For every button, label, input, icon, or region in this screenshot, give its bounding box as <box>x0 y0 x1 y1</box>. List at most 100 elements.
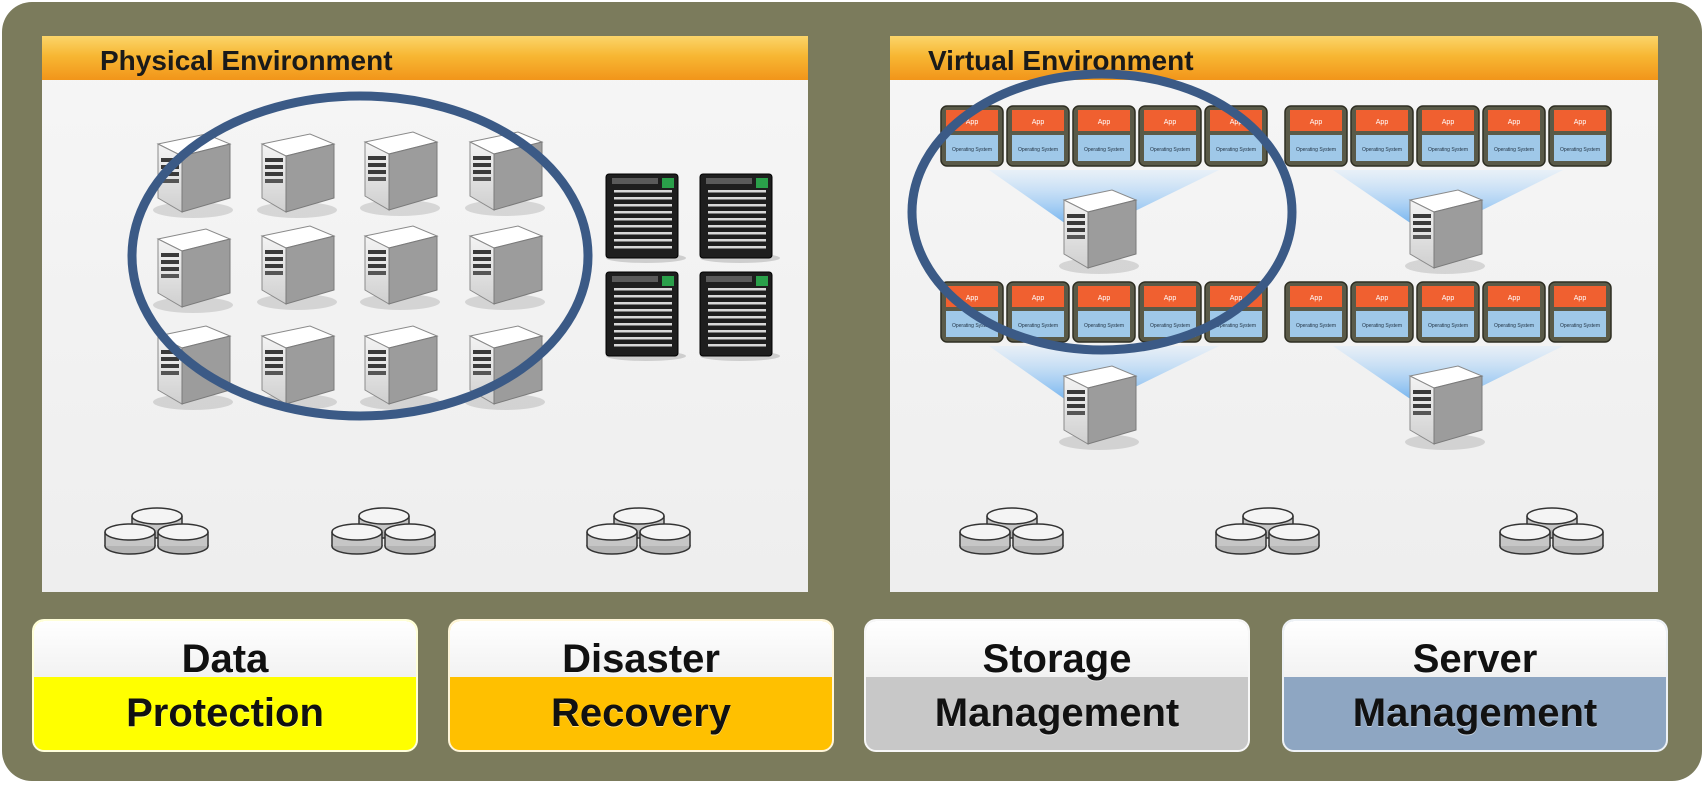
virtual-panel-title: Virtual Environment <box>928 45 1194 76</box>
server-icon <box>359 131 441 217</box>
vm-os-label: Operating System <box>1428 323 1468 329</box>
vm-app-label: App <box>1310 295 1323 302</box>
vm-os-label: Operating System <box>1216 323 1256 329</box>
vm-os-label: Operating System <box>1216 147 1256 153</box>
highlight-ellipse-physical <box>127 91 593 421</box>
server-icon <box>256 225 338 311</box>
vm-os-label: Operating System <box>1296 147 1336 153</box>
rack-server-icon <box>605 173 687 264</box>
vm-app-label: App <box>1508 119 1521 126</box>
button-label: Data Protection <box>34 621 416 750</box>
vm-app-label: App <box>1032 119 1045 126</box>
vm-os-label: Operating System <box>952 147 992 153</box>
storage-management-button[interactable]: Storage Management <box>864 619 1250 752</box>
button-label: Server Management <box>1284 621 1666 750</box>
vm-app-label: App <box>1574 119 1587 126</box>
button-label-line2: Recovery <box>550 690 732 735</box>
button-label-line1: Disaster <box>562 636 720 681</box>
vm-app-label: App <box>966 119 979 126</box>
rack-server-icon <box>699 271 781 362</box>
vm-os-label: Operating System <box>1296 323 1336 329</box>
highlight-ellipse-virtual <box>907 69 1297 355</box>
vm-app-label: App <box>1442 295 1455 302</box>
vm-os-label: Operating System <box>1018 323 1058 329</box>
vm-os-label: Operating System <box>1150 147 1190 153</box>
server-icon <box>256 133 338 219</box>
virtual-panel-header <box>890 36 1658 80</box>
button-gloss <box>866 621 1248 677</box>
vm-os-label: Operating System <box>1150 323 1190 329</box>
vm-app-label: App <box>1376 295 1389 302</box>
vm-os-label: Operating System <box>1362 147 1402 153</box>
physical-environment-panel: Physical Environment <box>42 36 808 592</box>
vm-os-label: Operating System <box>1018 147 1058 153</box>
vm-app-label: App <box>1508 295 1521 302</box>
server-management-button[interactable]: Server Management <box>1282 619 1668 752</box>
vm-app-label: App <box>1574 295 1587 302</box>
button-gloss <box>34 621 416 677</box>
button-label-line1: Server <box>1412 636 1538 681</box>
button-label-line2: Protection <box>126 690 324 735</box>
host-server-icon <box>1404 189 1486 275</box>
vm-app-label: App <box>1098 295 1111 302</box>
host-server-icon <box>1058 365 1140 451</box>
vm-app-label: App <box>1376 119 1389 126</box>
vm-os-label: Operating System <box>1084 147 1124 153</box>
rack-server-icon <box>605 271 687 362</box>
vm-os-label: Operating System <box>1362 323 1402 329</box>
button-label-line1: Storage <box>982 636 1132 681</box>
vm-os-label: Operating System <box>952 323 992 329</box>
vm-app-label: App <box>1032 295 1045 302</box>
disaster-recovery-button[interactable]: Disaster Recovery <box>448 619 834 752</box>
server-icon <box>152 228 234 314</box>
vm-app-label: App <box>1164 119 1177 126</box>
vm-os-label: Operating System <box>1560 323 1600 329</box>
data-protection-button[interactable]: Data Protection <box>32 619 418 752</box>
server-icon <box>359 325 441 411</box>
vm-os-label: Operating System <box>1494 147 1534 153</box>
vm-app-label: App <box>1230 295 1243 302</box>
server-icon <box>256 325 338 411</box>
rack-server-icon <box>699 173 781 264</box>
vm-app-label: App <box>1310 119 1323 126</box>
button-label-line2: Management <box>1352 690 1598 735</box>
vm-os-label: Operating System <box>1084 323 1124 329</box>
button-label-line1: Data <box>181 636 269 681</box>
vm-os-label: Operating System <box>1560 147 1600 153</box>
vm-app-label: App <box>1164 295 1177 302</box>
server-icon <box>464 131 546 217</box>
vm-os-label: Operating System <box>1494 323 1534 329</box>
vm-app-label: App <box>1442 119 1455 126</box>
physical-panel-header <box>42 36 808 80</box>
host-server-icon <box>1058 189 1140 275</box>
vm-app-label: App <box>1230 119 1243 126</box>
button-label-line2: Management <box>934 690 1180 735</box>
vm-app-label: App <box>1098 119 1111 126</box>
physical-panel-title: Physical Environment <box>100 45 393 76</box>
button-label: Disaster Recovery <box>450 621 832 750</box>
button-gloss <box>450 621 832 677</box>
vm-app-label: App <box>966 295 979 302</box>
button-gloss <box>1284 621 1666 677</box>
button-label: Storage Management <box>866 621 1248 750</box>
vm-os-label: Operating System <box>1428 147 1468 153</box>
